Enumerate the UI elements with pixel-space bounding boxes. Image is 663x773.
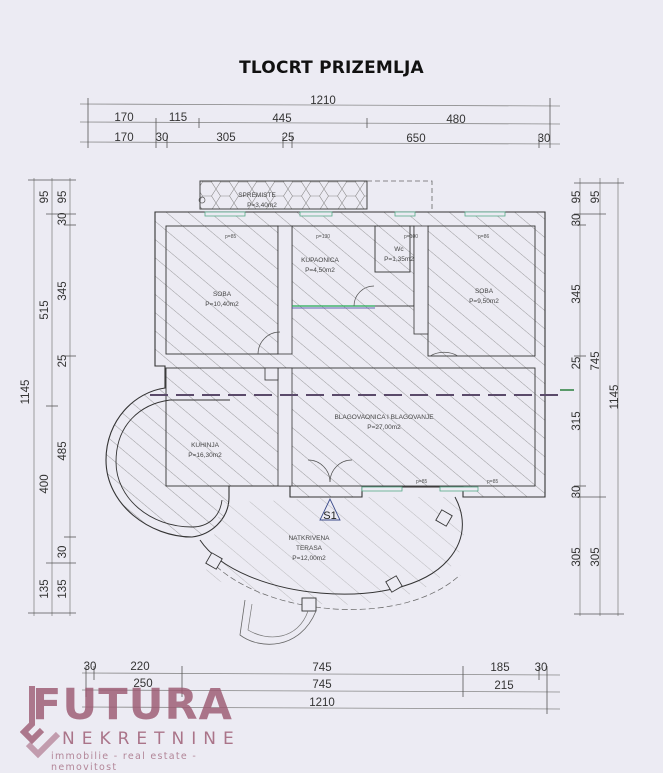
dim-bottom-r1: 30	[84, 661, 97, 673]
dim-bottom-r1: 220	[130, 661, 149, 673]
top-dimensions	[79, 98, 561, 148]
svg-text:S1: S1	[323, 510, 336, 522]
svg-text:305: 305	[571, 547, 583, 566]
svg-text:25: 25	[57, 355, 69, 368]
room-spremiste-area: P=3,40m2	[247, 202, 277, 209]
room-soba2-name: SOBA	[475, 288, 494, 295]
logo-subtitle: NEKRETNINE	[62, 729, 241, 749]
dim-top-r3: 30	[538, 133, 551, 145]
svg-text:95: 95	[571, 191, 583, 204]
dim-top-r2: 170	[114, 112, 133, 124]
dim-top-r3: 305	[216, 132, 235, 144]
bottom-dimensions	[81, 666, 561, 714]
house-check-icon	[20, 686, 61, 759]
room-terasa-name2: TERASA	[296, 545, 323, 552]
dim-top-r2: 480	[446, 114, 465, 126]
svg-text:p=130: p=130	[316, 234, 330, 240]
svg-text:400: 400	[39, 474, 51, 493]
svg-text:95: 95	[57, 191, 69, 204]
svg-text:1145: 1145	[20, 380, 32, 405]
room-spremiste-name: SPREMISTE	[238, 192, 276, 199]
svg-text:p=100: p=100	[404, 234, 418, 240]
room-labels: SPREMISTE P=3,40m2 SOBA P=10,40m2 KUPAON…	[188, 192, 499, 562]
dim-bottom-r2: 215	[494, 680, 513, 692]
svg-text:345: 345	[57, 281, 69, 300]
dim-bottom-r1: 30	[535, 662, 548, 674]
opening-labels: p=85 p=130 p=100 p=86 p=85 p=85	[225, 234, 498, 485]
dim-top-r2: 115	[169, 112, 187, 124]
building	[105, 180, 546, 645]
dim-top-r3: 25	[282, 132, 295, 144]
right-dimension-labels: 95 30 345 25 315 30 305 95 745 305 1145	[571, 191, 621, 567]
logo-brand: FUTURA	[32, 680, 233, 730]
dim-bottom-r2: 745	[312, 679, 331, 691]
svg-text:135: 135	[57, 579, 69, 598]
dim-top-r3: 650	[406, 133, 425, 145]
svg-text:305: 305	[590, 547, 602, 566]
room-soba1-area: P=10,40m2	[205, 301, 239, 308]
svg-text:95: 95	[590, 191, 602, 204]
dim-bottom-r3: 1210	[309, 697, 335, 709]
room-soba2-area: P=9,50m2	[469, 298, 499, 305]
svg-text:485: 485	[57, 441, 69, 460]
dim-bottom-r1: 745	[312, 662, 331, 674]
room-soba1-name: SOBA	[213, 291, 232, 298]
dim-bottom-r1: 185	[490, 662, 509, 674]
dim-top-r2: 445	[272, 113, 291, 125]
section-marker: S1	[319, 497, 341, 522]
room-terasa-name: NATKRIVENA	[288, 535, 330, 542]
room-kupaonica-name: KUPAONICA	[301, 257, 339, 264]
room-kuhinja-area: P=16,30m2	[188, 452, 222, 459]
svg-text:135: 135	[39, 579, 51, 598]
svg-text:p=85: p=85	[225, 234, 236, 240]
dim-top-r3: 170	[114, 132, 133, 144]
room-blagovaonica-area: P=27,00m2	[367, 424, 401, 431]
svg-text:315: 315	[571, 411, 583, 430]
right-dimensions	[574, 178, 624, 616]
svg-text:1145: 1145	[609, 385, 621, 410]
left-dimensions	[28, 178, 76, 616]
room-terasa-area: P=12,00m2	[292, 555, 326, 562]
svg-text:95: 95	[39, 191, 51, 204]
room-kupaonica-area: P=4,50m2	[305, 267, 335, 274]
dim-top-r3: 30	[156, 132, 169, 144]
svg-text:30: 30	[57, 546, 69, 559]
svg-text:30: 30	[571, 214, 583, 227]
svg-text:745: 745	[590, 351, 602, 370]
svg-text:p=85: p=85	[487, 479, 498, 485]
futura-logo: FUTURA NEKRETNINE immobilie - real estat…	[20, 680, 250, 773]
svg-text:p=85: p=85	[416, 479, 427, 485]
section-line-end	[560, 389, 574, 391]
room-blagovaonica-name: BLAGOVAONICA I BLAGOVANJE	[334, 414, 434, 421]
logo-tagline: immobilie - real estate - nemovitost	[51, 751, 198, 773]
svg-text:25: 25	[571, 357, 583, 370]
room-kuhinja-name: KUHINJA	[191, 442, 219, 449]
left-dimension-labels: 1145 95 515 400 135 95 30 345 25 485 30 …	[20, 191, 69, 599]
svg-text:p=86: p=86	[478, 234, 489, 240]
svg-text:515: 515	[39, 300, 51, 319]
room-wc-area: P=1,35m2	[384, 256, 414, 263]
svg-text:30: 30	[571, 486, 583, 499]
dim-bottom-r2: 250	[133, 678, 152, 690]
dim-top-total: 1210	[310, 95, 336, 107]
svg-text:345: 345	[571, 284, 583, 303]
room-wc-name: Wc	[394, 246, 404, 253]
plan-title: TLOCRT PRIZEMLJA	[239, 58, 424, 78]
svg-text:30: 30	[57, 213, 69, 226]
